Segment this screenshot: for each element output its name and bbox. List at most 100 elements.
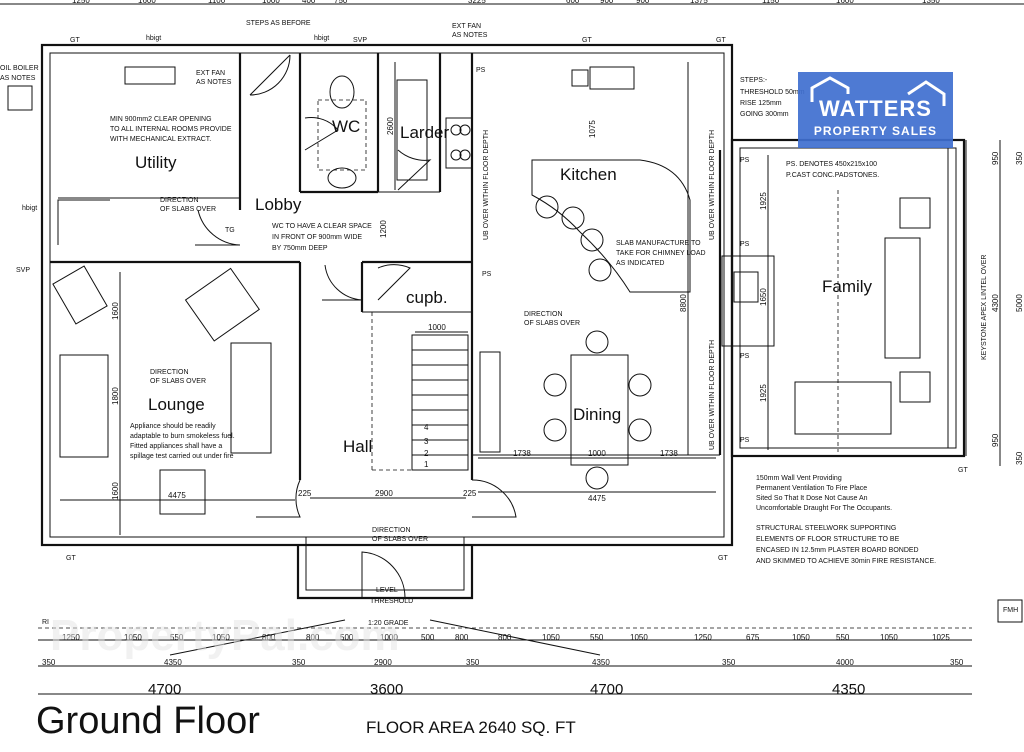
note-steelwork: STRUCTURAL STEELWORK SUPPORTING <box>756 525 896 532</box>
wc-fixtures <box>317 75 428 189</box>
label-ri: RI <box>42 619 49 626</box>
dim-row1: 675 <box>746 633 760 642</box>
dim-row2: 4350 <box>164 658 182 667</box>
room-utility: Utility <box>135 153 177 172</box>
dim-row3: 4700 <box>148 681 181 698</box>
label-gt: GT <box>582 37 592 44</box>
room-lounge: Lounge <box>148 395 205 414</box>
note-direction: DIRECTION <box>160 197 199 204</box>
dim: 4475 <box>168 491 186 500</box>
dim: 4475 <box>588 494 606 503</box>
dim-row1: 500 <box>340 633 354 642</box>
dim-row1: 1000 <box>380 633 398 642</box>
label-tg: TG <box>225 227 235 234</box>
house-icon <box>810 76 946 106</box>
dim-row2: 350 <box>292 658 306 667</box>
dim-row2: 350 <box>950 658 964 667</box>
room-kitchen: Kitchen <box>560 165 617 184</box>
logo-line1: WATTERS <box>819 96 932 121</box>
note-direction: OF SLABS OVER <box>150 378 206 385</box>
room-labels: Utility Lobby WC Larder Kitchen Lounge c… <box>135 117 873 456</box>
note-steelwork: ENCASED IN 12.5mm PLASTER BOARD BONDED <box>756 547 919 554</box>
note-slab: AS INDICATED <box>616 260 665 267</box>
note-keystone: KEYSTONE APEX LINTEL OVER <box>981 255 988 360</box>
room-cupb: cupb. <box>406 288 448 307</box>
note-steps-spec: THRESHOLD 50mm <box>740 89 805 96</box>
note-direction: DIRECTION <box>150 369 189 376</box>
note-ub-over: UB OVER WITHIN FLOOR DEPTH <box>709 340 716 450</box>
bottom-dimension-lines <box>38 619 972 695</box>
dim: 1600 <box>111 302 120 320</box>
note-vent: Uncomfortable Draught For The Occupants. <box>756 505 892 512</box>
dim-row2: 350 <box>42 658 56 667</box>
dim: 1000 <box>428 323 446 332</box>
bottom-dim-row1: 1250 1050 550 1050 800 800 500 1000 500 … <box>62 633 950 642</box>
dim: 950 <box>991 151 1000 165</box>
note-steps-spec: RISE 125mm <box>740 100 782 107</box>
family-furniture <box>721 190 931 452</box>
floor-area: FLOOR AREA 2640 SQ. FT <box>366 718 576 737</box>
label-ps: PS <box>740 157 750 164</box>
top-dim: 400 <box>302 0 316 5</box>
note-ext-fan: EXT FAN <box>196 70 225 77</box>
inner-dimension-lines <box>60 62 1001 535</box>
lounge-furniture <box>52 265 272 515</box>
label-gt: GT <box>66 555 76 562</box>
top-dim: 900 <box>600 0 614 5</box>
top-dim: 1350 <box>922 0 940 5</box>
inner-dimension-labels: 1000 2900 225 225 1738 1000 1738 4475 44… <box>111 117 1024 503</box>
dim-row1: 800 <box>306 633 320 642</box>
dim: 1800 <box>111 387 120 405</box>
note-steps-spec: STEPS:- <box>740 77 768 84</box>
top-dim: 1000 <box>262 0 280 5</box>
dim: 225 <box>463 489 477 498</box>
note-direction: DIRECTION <box>524 311 563 318</box>
dim-row3: 4350 <box>832 681 865 698</box>
marker-labels: GT GT GT GT GT GT SVP SVP hbigt hbigt hb… <box>16 35 1023 626</box>
label-fmh: FMH <box>1003 607 1018 614</box>
note-direction: OF SLABS OVER <box>372 536 428 543</box>
stair-step: 4 <box>424 423 429 432</box>
note-clear-opening: TO ALL INTERNAL ROOMS PROVIDE <box>110 126 232 133</box>
label-gt: GT <box>70 37 80 44</box>
note-appliance: Appliance should be readily <box>130 423 216 430</box>
kitchen-fittings <box>445 117 691 490</box>
top-dim: 900 <box>636 0 650 5</box>
dim-row1: 1050 <box>542 633 560 642</box>
dim-row2: 350 <box>722 658 736 667</box>
note-vent: 150mm Wall Vent Providing <box>756 475 842 482</box>
label-gt: GT <box>958 467 968 474</box>
top-dim: 1375 <box>690 0 708 5</box>
label-ps: PS <box>482 271 492 278</box>
dim-row2: 2900 <box>374 658 392 667</box>
dim-row2: 4000 <box>836 658 854 667</box>
dim-row1: 1050 <box>630 633 648 642</box>
note-direction: DIRECTION <box>372 527 411 534</box>
dim-row2: 4350 <box>592 658 610 667</box>
note-appliance: adaptable to burn smokeless fuel. <box>130 433 235 440</box>
note-vent: Sited So That It Dose Not Cause An <box>756 495 868 502</box>
label-ps: PS <box>740 241 750 248</box>
dim-row2: 350 <box>466 658 480 667</box>
note-padstones: P.CAST CONC.PADSTONES. <box>786 172 879 179</box>
bottom-dim-row3: 4700 3600 4700 4350 <box>148 681 865 698</box>
note-appliance: Fitted appliances shall have a <box>130 443 222 450</box>
label-svp: SVP <box>353 37 367 44</box>
stair-step: 3 <box>424 437 429 446</box>
dim: 5000 <box>1015 294 1024 312</box>
note-steps: STEPS AS BEFORE <box>246 20 311 27</box>
room-larder: Larder <box>400 123 449 142</box>
dim-row1: 1250 <box>62 633 80 642</box>
dim: 350 <box>1015 151 1024 165</box>
dim-row1: 550 <box>590 633 604 642</box>
floor-title: Ground Floor <box>36 700 260 742</box>
note-ext-fan: AS NOTES <box>452 32 488 39</box>
note-padstones: PS. DENOTES 450x215x100 <box>786 161 877 168</box>
top-dim: 1250 <box>72 0 90 5</box>
top-dim: 1150 <box>762 0 780 5</box>
logo-line2: PROPERTY SALES <box>813 124 938 138</box>
top-dim: 600 <box>566 0 580 5</box>
note-ub-over: UB OVER WITHIN FLOOR DEPTH <box>709 130 716 240</box>
top-dimension-labels: 1250 1600 1100 1000 400 750 3225 600 900… <box>72 0 940 5</box>
